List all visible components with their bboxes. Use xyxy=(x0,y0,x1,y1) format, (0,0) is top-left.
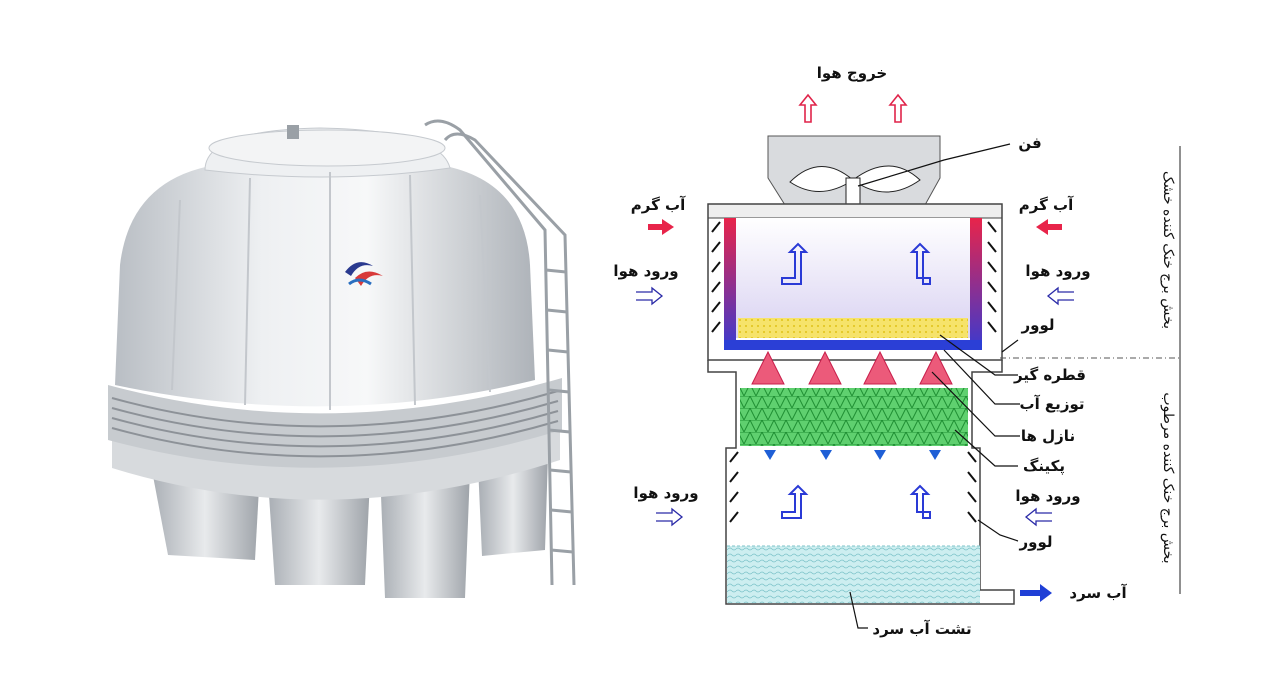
brand-logo-icon xyxy=(345,262,383,286)
label-cold-water: آب سرد xyxy=(1069,584,1127,602)
cold-water-basin xyxy=(727,546,980,603)
label-packing: پکینگ xyxy=(1023,457,1065,476)
water-distribution-pipe xyxy=(724,340,982,350)
louver-top-hatch xyxy=(711,221,997,333)
label-cold-water-basin: تشت آب سرد xyxy=(872,620,971,638)
label-air-in-right-bottom: ورود هوا xyxy=(1015,487,1080,505)
airflow-up-arrow-icon xyxy=(781,242,931,285)
label-nozzles: نازل ها xyxy=(1021,427,1075,445)
dry-section-frame xyxy=(707,203,1003,219)
label-water-distribution: توزیع آب xyxy=(1020,395,1085,413)
cooling-tower-diagram: خروج هوا فن آب گرم آب گرم ورود هوا ورود … xyxy=(613,64,1182,638)
air-in-arrow-icon xyxy=(636,286,1074,527)
louver-bottom-hatch xyxy=(729,451,977,523)
tower-ladder xyxy=(424,119,576,586)
tower-top-rim xyxy=(208,129,446,167)
tower-leg xyxy=(380,470,470,598)
tower-leg xyxy=(478,455,548,556)
label-fan: فن xyxy=(1018,134,1041,152)
packing-fill xyxy=(740,388,968,446)
label-hot-water-right: آب گرم xyxy=(1019,196,1074,214)
label-drift-eliminator: قطره گیر xyxy=(1013,366,1086,384)
wet-section-outer xyxy=(707,360,1015,605)
label-wet-section: بخش برج خنک کننده مرطوب xyxy=(1160,392,1176,563)
nozzle-icons xyxy=(751,350,953,385)
label-air-in-right-top: ورود هوا xyxy=(1025,262,1090,280)
hot-water-in-arrow-icon xyxy=(1036,219,1062,235)
label-louver-top: لوور xyxy=(1021,316,1055,334)
air-out-arrow-icon xyxy=(798,93,908,123)
cooling-tower-photo xyxy=(108,119,576,598)
louver-slats xyxy=(111,390,559,458)
spray-arrows xyxy=(768,390,937,452)
spray-arrowheads xyxy=(764,450,941,460)
hot-water-in-arrow-icon xyxy=(648,219,674,235)
tower-ribs xyxy=(171,172,491,410)
label-louver-bottom: لوور xyxy=(1019,533,1053,551)
label-air-out: خروج هوا xyxy=(817,64,887,82)
leader-lines xyxy=(849,143,1020,629)
cold-water-out-arrow-icon xyxy=(1020,584,1052,602)
label-hot-water-left: آب گرم xyxy=(631,196,686,214)
dry-section-outer xyxy=(707,203,1003,361)
tower-leg xyxy=(268,480,370,585)
tower-basin-band xyxy=(112,420,560,500)
tower-top-pipe xyxy=(287,125,299,139)
label-air-in-left-top: ورود هوا xyxy=(613,262,678,280)
drift-eliminator xyxy=(738,318,968,338)
label-air-in-left-bottom: ورود هوا xyxy=(633,484,698,502)
tower-body xyxy=(115,157,535,407)
hot-coil-left xyxy=(724,218,736,350)
label-dry-section: بخش برج خنک کننده خشک xyxy=(1160,171,1176,329)
airflow-up-arrow-icon xyxy=(781,484,931,519)
hot-coil-right xyxy=(970,218,982,350)
